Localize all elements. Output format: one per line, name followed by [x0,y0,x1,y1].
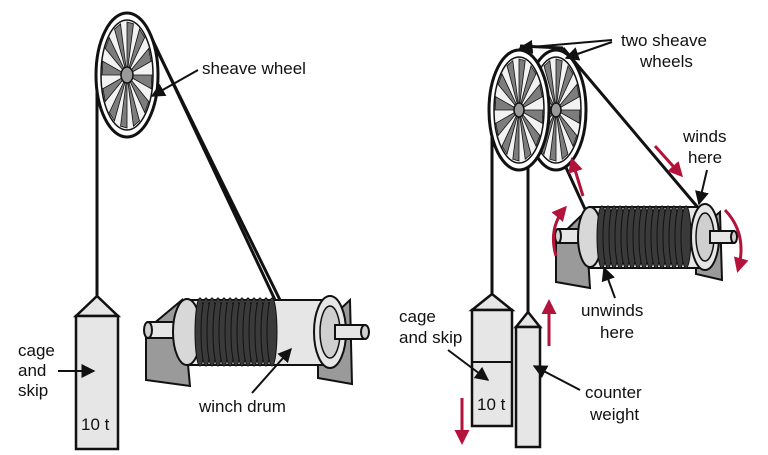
spoke-segment [494,96,521,111]
right-load-label: 10 t [477,395,506,414]
cable-up-arrow [568,157,585,197]
left-drum-label: winch drum [198,397,286,416]
spoke-segment [126,47,152,76]
right-winch-drum [554,203,738,290]
spoke-segment [501,109,520,156]
drum-rotation-left-arrow [551,205,567,257]
spoke-segment [104,36,128,76]
right-sheaves-label-line2: wheels [639,52,693,71]
spoke-segment [108,74,128,122]
spoke-segment [495,109,520,137]
spoke-segment [518,58,526,111]
spoke-segment [555,64,574,111]
spoke-segment [126,28,146,76]
left-cage-label-line2: and [18,361,46,380]
left-cage-label-line1: cage [18,341,55,360]
spoke-segment [512,109,520,162]
sheaves-pointer-rear [564,41,613,61]
right-drum-winding [596,205,692,269]
counterweight-label-line1: counter [585,383,642,402]
spoke-segment [126,74,140,127]
right-panel: 10 t two sheave wheels winds here unwind… [399,31,749,449]
counterweight-label-line2: weight [589,405,639,424]
winds-label-line2: here [688,148,722,167]
spoke-segment [555,58,563,111]
left-drum-cable-lower [153,45,282,301]
drum-rotation-right-arrow [723,208,749,273]
winds-pointer [695,169,709,206]
spoke-segment [518,109,532,161]
left-panel: 10 t sheave wheel cage and skip [18,11,370,451]
left-sheave-wheel [94,11,160,139]
spoke-segment [554,109,581,124]
cable-coil [266,297,278,367]
right-cage-label-line2: and skip [399,328,462,347]
left-cage-and-skip: 10 t [72,294,122,451]
left-drum-pointer [251,347,292,394]
cable-down-arrow [653,144,684,178]
unwinds-pointer [601,266,616,299]
spoke-segment [518,109,541,148]
unwinds-label-line2: here [600,323,634,342]
right-cage-label-line1: cage [399,307,436,326]
left-sheave-spokes [101,21,153,129]
spoke-segment [102,74,128,103]
left-load-label: 10 t [81,415,110,434]
left-sheave-pointer [150,69,199,97]
spoke-segment [549,109,557,162]
spoke-segment [555,83,580,111]
counterweight-pointer [532,365,581,391]
spoke-segment [114,23,128,76]
right-counterweight [513,309,543,449]
spoke-segment [555,109,578,148]
spoke-segment [506,59,520,111]
sheaves-pointer-front [518,39,613,54]
spoke-segment [543,59,557,111]
right-sheaves-label-line1: two sheave [621,31,707,50]
left-winch-drum [143,295,370,388]
spoke-segment [555,109,569,161]
spoke-segment [126,21,134,76]
left-drum-winding [194,297,278,367]
right-cable-wind-upper [561,47,702,211]
spoke-segment [125,74,153,90]
spoke-segment [517,109,544,124]
right-front-sheave-wheel [487,48,551,172]
unwinds-label-line1: unwinds [581,301,643,320]
left-sheave-label: sheave wheel [202,59,306,78]
spoke-segment [518,64,537,111]
left-cage-label-line3: skip [18,381,48,400]
motion-arrows [454,144,749,445]
right-front-sheave-spokes [494,58,544,162]
right-cage-pointer [447,349,490,381]
right-cage-and-skip: 10 t [468,292,516,428]
spoke-segment [497,72,520,111]
spoke-segment [518,83,543,111]
cable-coil [680,205,692,269]
spoke-segment [120,74,128,129]
spoke-segment [126,74,150,114]
winds-label-line1: winds [682,127,726,146]
spoke-segment [101,60,129,76]
